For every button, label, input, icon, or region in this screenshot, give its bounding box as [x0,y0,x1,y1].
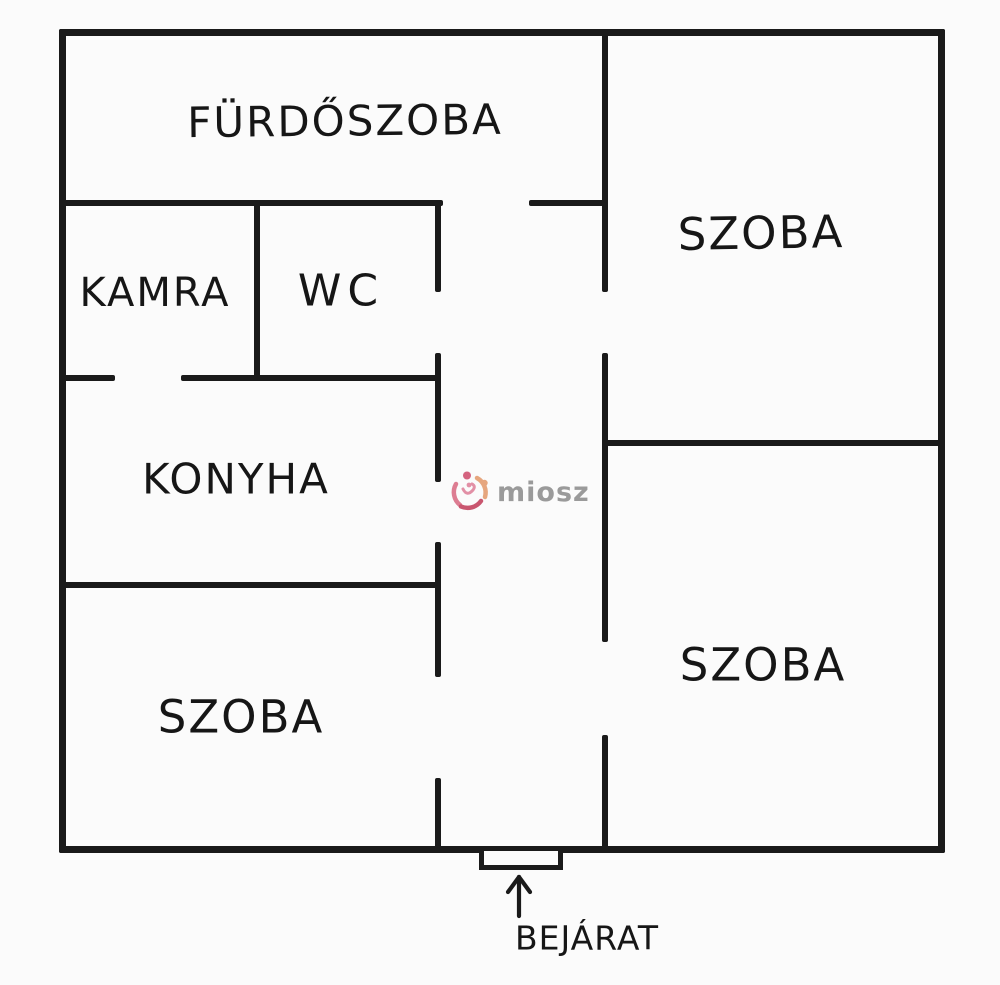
wall-outer-right [938,29,945,853]
wall-hall-left-seg4 [435,778,441,848]
room-label-wc: WC [297,265,385,317]
wall-pantry-wc-bottom [181,375,441,381]
wall-hall-right-seg1 [602,32,608,292]
watermark: miosz [447,469,590,515]
room-label-kitchen: KONYHA [142,454,330,504]
wall-outer-top [59,29,945,36]
miosz-logo-icon [451,471,488,511]
wall-outer-bottom [59,846,945,853]
wall-pantry-bottom-left [60,375,115,381]
room-label-room-top-right: SZOBA [677,205,845,261]
wall-right-rooms-divider [604,440,941,446]
wall-bathroom-bottom-left [60,200,443,206]
wall-hall-left-seg1 [435,203,441,292]
room-label-room-bottom-right: SZOBA [679,638,847,692]
room-label-pantry: KAMRA [79,270,231,316]
wall-hall-left-seg2 [435,353,441,482]
wall-outer-left [59,29,66,853]
entrance-up-arrow-icon [505,874,533,919]
wall-hall-right-seg2 [602,353,608,642]
entrance-label: BEJÁRAT [515,918,659,958]
wall-bathroom-bottom-right [529,200,608,206]
wall-hall-left-seg3 [435,542,441,677]
entrance-threshold [479,851,563,870]
room-label-bathroom: FÜRDŐSZOBA [186,94,504,148]
watermark-text: miosz [497,476,590,508]
wall-kitchen-bottom [60,582,441,588]
wall-pantry-wc-divider [254,203,260,381]
wall-hall-right-seg3 [602,735,608,848]
room-label-room-bottom-left: SZOBA [157,690,325,744]
